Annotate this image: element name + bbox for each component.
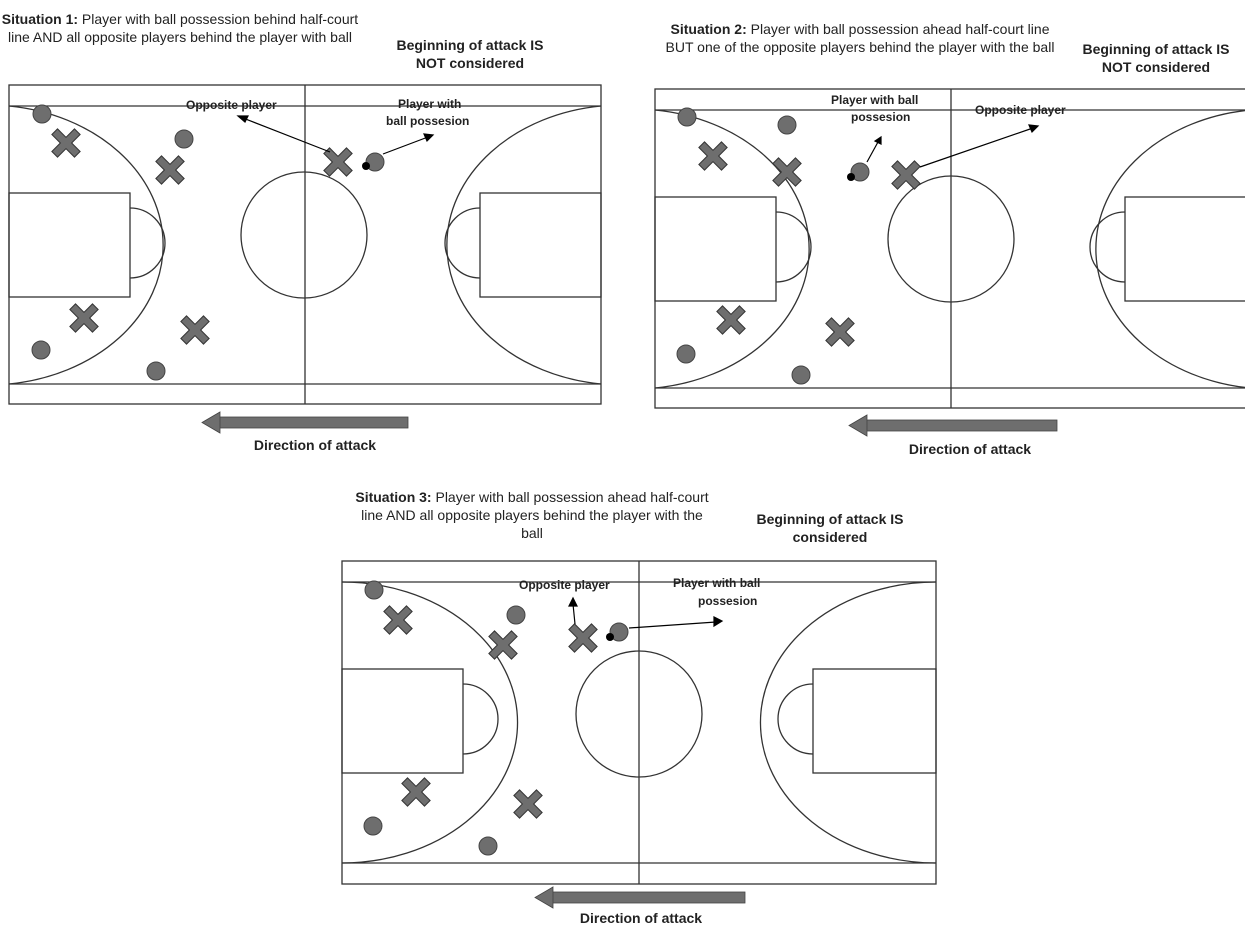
defender-cross [401, 777, 431, 807]
situation-1-description: Player with ball possession behind half-… [8, 11, 359, 45]
ball-player-label-line-2: possesion [851, 110, 910, 124]
ball-carrier-token [850, 162, 870, 182]
opposite-player-label: Opposite player [186, 98, 277, 112]
situation-1-verdict: Beginning of attack IS NOT considered [396, 37, 544, 71]
ball-carrier-token [609, 622, 629, 642]
direction-arrow-1 [201, 411, 409, 434]
direction-label-2: Direction of attack [908, 441, 1032, 457]
court-1: Opposite player Player with ball possesi… [8, 84, 602, 405]
defender-cross [323, 147, 353, 177]
ball-icon [606, 633, 614, 641]
direction-label-1: Direction of attack [253, 437, 377, 453]
defender-cross [69, 303, 99, 333]
direction-label-3: Direction of attack [579, 910, 703, 926]
defender-cross [488, 630, 518, 660]
attacker-token [32, 104, 52, 124]
ball-icon [847, 173, 855, 181]
attacker-token [791, 365, 811, 385]
direction-arrow-3 [534, 886, 746, 909]
direction-arrow-2 [848, 414, 1058, 437]
situation-2-verdict: Beginning of attack IS NOT considered [1082, 41, 1230, 75]
attacker-token [146, 361, 166, 381]
situation-2-description: Player with ball possession ahead half-c… [665, 21, 1055, 55]
attacker-token [777, 115, 797, 135]
court-1-lines [8, 84, 602, 405]
attacker-token [676, 344, 696, 364]
situation-2-title: Situation 2: [670, 21, 747, 37]
ball-player-label-line-2: ball possesion [386, 114, 469, 128]
situation-3-description: Player with ball possession ahead half-c… [361, 489, 709, 541]
situation-2-caption: Situation 2: Player with ball possession… [660, 20, 1060, 56]
attacker-token [506, 605, 526, 625]
defender-cross [698, 141, 728, 171]
defender-cross [568, 623, 598, 653]
situation-3-title: Situation 3: [355, 489, 432, 505]
court-2: Player with ball possesion Opposite play… [654, 88, 1245, 409]
situation-3-caption: Situation 3: Player with ball possession… [352, 488, 712, 542]
attacker-token [478, 836, 498, 856]
ball-player-label-line-1: Player with ball [673, 576, 760, 590]
court-3: Opposite player Player with ball possesi… [341, 560, 937, 885]
defender-cross [772, 157, 802, 187]
defender-cross [180, 315, 210, 345]
defender-cross [51, 128, 81, 158]
opposite-player-label: Opposite player [519, 578, 610, 592]
court-1-attackers [31, 104, 385, 381]
ball-player-label-line-1: Player with ball [831, 93, 918, 107]
defender-cross [891, 160, 921, 190]
defender-cross [825, 317, 855, 347]
defender-cross [383, 605, 413, 635]
situation-3-verdict: Beginning of attack IS considered [756, 511, 904, 545]
court-1-defenders [51, 128, 353, 345]
opposite-player-label: Opposite player [975, 103, 1066, 117]
attacker-token [677, 107, 697, 127]
defender-cross [513, 789, 543, 819]
ball-icon [362, 162, 370, 170]
attacker-token [363, 816, 383, 836]
attacker-token [31, 340, 51, 360]
attacker-token [174, 129, 194, 149]
situation-1-caption: Situation 1: Player with ball possession… [0, 10, 360, 46]
attacker-token [364, 580, 384, 600]
situation-1-title: Situation 1: [1, 11, 79, 27]
ball-player-label-line-1: Player with [398, 97, 461, 111]
defender-cross [155, 155, 185, 185]
ball-player-label-line-2: possesion [698, 594, 757, 608]
defender-cross [716, 305, 746, 335]
